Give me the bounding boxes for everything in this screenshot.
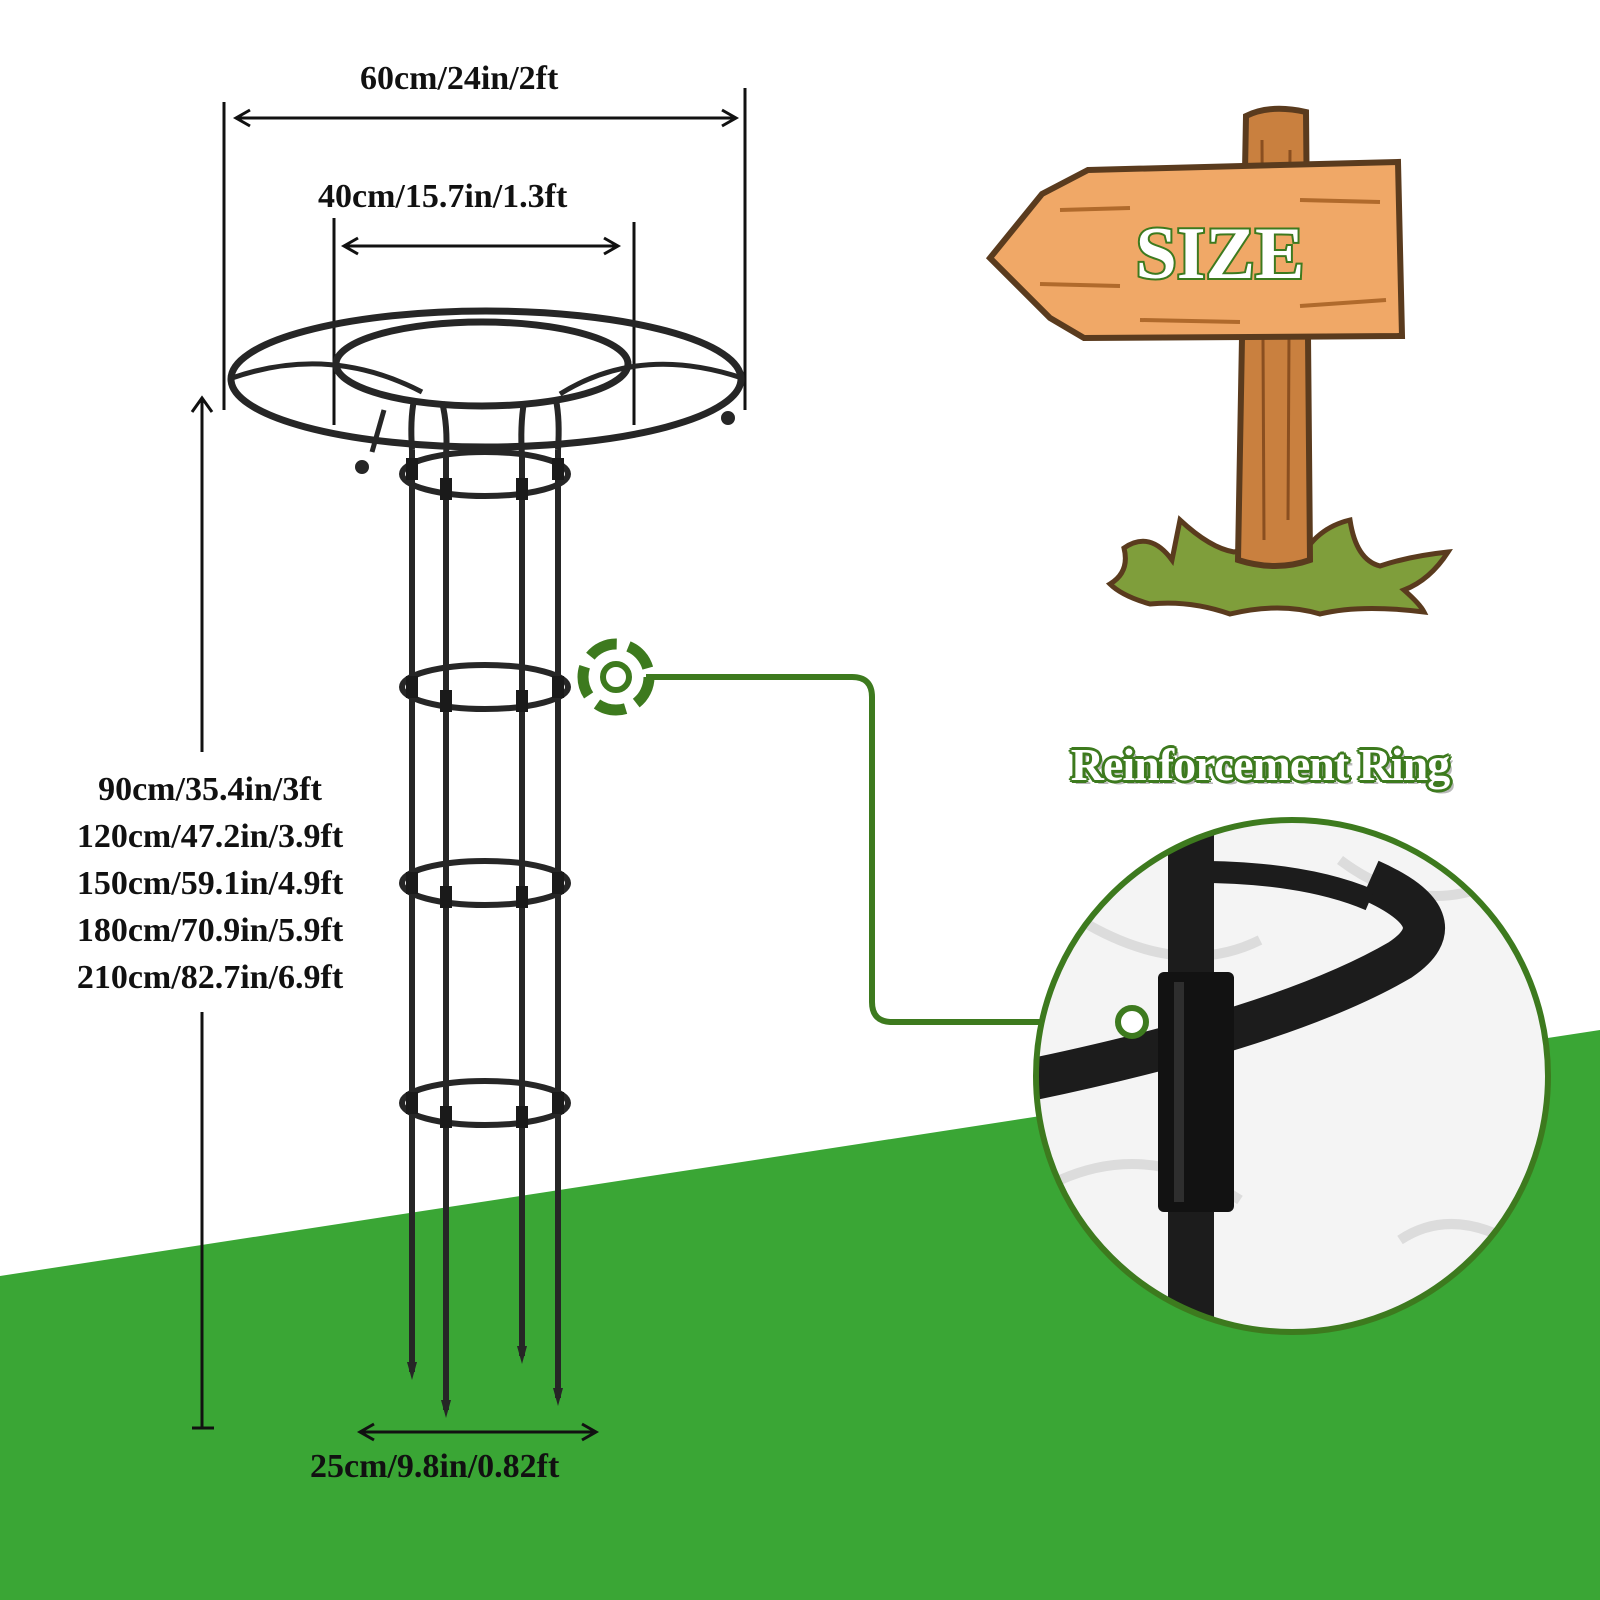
inner-top-ring [332,318,632,410]
height-option: 150cm/59.1in/4.9ft [76,865,344,902]
top-width-dimension [222,88,747,410]
height-option: 180cm/70.9in/5.9ft [76,912,344,949]
outer-top-ring [227,307,745,451]
height-option: 90cm/35.4in/3ft [98,771,322,808]
sign-label: SIZE [1136,213,1305,295]
callout-connector [646,674,1120,1025]
reinforcement-ring-3 [399,858,571,908]
reinforcement-ring-1 [399,449,571,499]
signpost-icon: SIZE [985,105,1453,617]
height-option: 210cm/82.7in/6.9ft [76,959,344,996]
base-width-label: 25cm/9.8in/0.82ft [310,1448,560,1485]
height-option: 120cm/47.2in/3.9ft [76,818,344,855]
callout-endpoint [1115,1005,1149,1039]
inner-ring-width-label: 40cm/15.7in/1.3ft [318,178,568,215]
reinforcement-ring-title: Reinforcement Ring [1070,739,1450,790]
top-ring-width-label: 60cm/24in/2ft [360,60,559,97]
base-width-dimension [356,1422,600,1442]
target-icon [577,638,655,716]
trellis-cage [227,307,745,1418]
reinforcement-ring-4 [399,1078,571,1128]
height-options-list: 90cm/35.4in/3ft 120cm/47.2in/3.9ft 150cm… [40,766,380,1001]
reinforcement-ring-2 [399,662,571,712]
zoom-detail [1033,817,1551,1335]
height-dimension [190,395,214,1430]
